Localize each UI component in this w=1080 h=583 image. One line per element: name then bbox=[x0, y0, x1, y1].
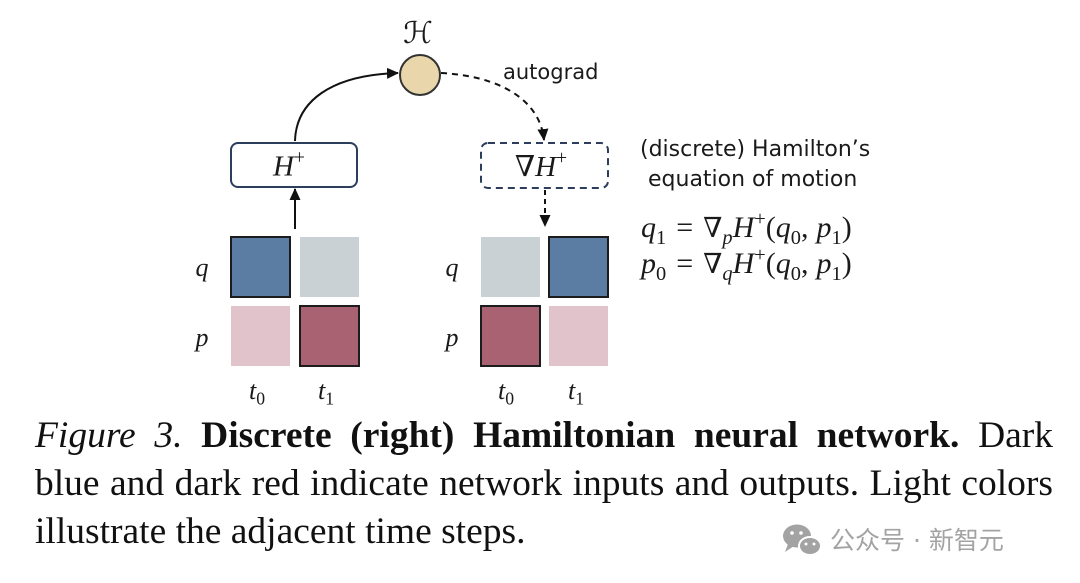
wechat-icon-eye bbox=[804, 542, 808, 546]
eq-function-superscript: + bbox=[754, 207, 766, 230]
eq-function: H bbox=[732, 247, 755, 280]
time-symbol: t bbox=[497, 376, 506, 405]
time-symbol: t bbox=[248, 376, 257, 405]
eq-arg-1-subscript: 0 bbox=[790, 263, 801, 286]
wechat-icon-eye bbox=[812, 542, 816, 546]
eq-nabla-subscript: q bbox=[722, 263, 732, 285]
autograd-label: autograd bbox=[503, 60, 599, 84]
left-row-label-q: q bbox=[195, 253, 209, 282]
wechat-icon-bubble-small bbox=[798, 536, 822, 556]
eq-arg-1: q bbox=[775, 211, 791, 244]
right-cell-p-t1 bbox=[549, 306, 608, 366]
eq-equals-sign: = bbox=[676, 211, 694, 244]
eq-close-paren: ) bbox=[841, 211, 852, 244]
eq-comma: , bbox=[800, 247, 809, 280]
left-cell-q-t1 bbox=[300, 237, 359, 297]
grad-h-plus-box bbox=[480, 142, 609, 189]
eq-comma: , bbox=[800, 211, 809, 244]
eq-nabla: ∇ bbox=[703, 247, 723, 280]
left-cell-p-t1 bbox=[299, 305, 360, 367]
wechat-icon-eye bbox=[790, 531, 794, 535]
eq-arg-2: p bbox=[816, 211, 832, 244]
wechat-icon-eye bbox=[799, 531, 803, 535]
h-plus-box bbox=[230, 142, 358, 188]
time-subscript: 1 bbox=[575, 388, 585, 409]
grad-h-symbol: H bbox=[535, 151, 557, 183]
eq-lhs-var: p bbox=[641, 247, 656, 280]
h-plus-symbol: H bbox=[272, 150, 294, 183]
grad-h-superscript: + bbox=[556, 146, 568, 169]
eq-open-paren: ( bbox=[765, 211, 776, 244]
time-subscript: 0 bbox=[505, 388, 515, 409]
wechat-icon-bubble-large-tail bbox=[785, 544, 794, 552]
grad-h-plus-box-label: ∇H+ bbox=[514, 148, 567, 183]
watermark-text: 公众号 · 新智元 bbox=[830, 526, 1004, 555]
caption-body: Dark blue and dark red indicate network … bbox=[35, 415, 1054, 552]
eq-arg-1-subscript: 0 bbox=[790, 227, 801, 250]
eq-arg-1: q bbox=[775, 247, 791, 280]
hamiltonian-input-curve-arrow bbox=[294, 67, 399, 142]
time-symbol: t bbox=[567, 376, 576, 405]
eq-nabla: ∇ bbox=[703, 211, 723, 244]
nabla-symbol: ∇ bbox=[514, 149, 536, 183]
right-col-label-t0: t0 bbox=[497, 376, 514, 408]
right-row-label-p: p bbox=[445, 323, 459, 352]
eq-close-paren: ) bbox=[841, 247, 852, 280]
eq-equals-sign: = bbox=[676, 247, 694, 280]
time-subscript: 1 bbox=[325, 388, 335, 409]
h-plus-superscript: + bbox=[293, 146, 306, 169]
caption-title: Discrete (right) Hamiltonian neural netw… bbox=[201, 415, 960, 456]
eq-nabla-subscript-var: p bbox=[722, 227, 733, 250]
right-cell-q-t1 bbox=[548, 236, 609, 298]
wechat-icon bbox=[783, 524, 822, 556]
hamiltonian-node bbox=[399, 54, 441, 96]
caption-label: Figure 3. bbox=[35, 415, 183, 456]
left-row-label-p: p bbox=[195, 323, 209, 352]
eq-arg-2-subscript: 1 bbox=[831, 227, 842, 250]
eq-nabla-subscript: p bbox=[722, 227, 732, 249]
eq-arg-2: p bbox=[816, 247, 832, 280]
eq-open-paren: ( bbox=[765, 247, 776, 280]
eq-lhs-subscript: 1 bbox=[656, 227, 667, 250]
equation-q1: q1=∇pH+(q0,p1) bbox=[641, 209, 852, 249]
h-plus-box-label: H+ bbox=[272, 147, 305, 183]
left-col-label-t1: t1 bbox=[317, 376, 334, 408]
right-col-label-t1: t1 bbox=[567, 376, 584, 408]
eq-function-superscript: + bbox=[754, 243, 766, 266]
hamiltonian-node-label: ℋ bbox=[403, 16, 433, 51]
equation-heading-line-2: equation of motion bbox=[648, 167, 858, 192]
right-row-label-q: q bbox=[445, 253, 459, 282]
left-col-label-t0: t0 bbox=[248, 376, 265, 408]
equation-heading-line-1: (discrete) Hamilton’s bbox=[640, 137, 871, 162]
right-cell-q-t0 bbox=[481, 237, 540, 297]
eq-arg-2-subscript: 1 bbox=[831, 263, 842, 286]
right-cell-p-t0 bbox=[480, 305, 541, 367]
eq-lhs-subscript: 0 bbox=[656, 263, 667, 286]
time-subscript: 0 bbox=[256, 388, 266, 409]
eq-nabla-subscript-var: q bbox=[722, 263, 733, 286]
eq-lhs-var: q bbox=[641, 211, 656, 244]
figure-caption: Figure 3. Discrete (right) Hamiltonian n… bbox=[35, 412, 1053, 556]
eq-function: H bbox=[732, 211, 755, 244]
equation-p0: p0=∇qH+(q0,p1) bbox=[641, 245, 852, 285]
left-cell-q-t0 bbox=[230, 236, 291, 298]
time-symbol: t bbox=[317, 376, 326, 405]
left-cell-p-t0 bbox=[231, 306, 290, 366]
